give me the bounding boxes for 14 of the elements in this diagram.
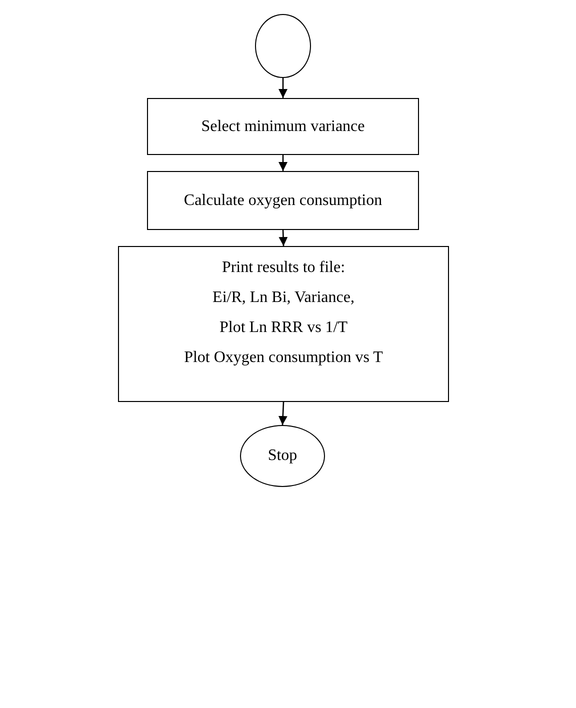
process-box: [147, 171, 419, 230]
node-text: Stop: [268, 447, 298, 465]
node-text: Select minimum variance: [201, 118, 365, 136]
arrow: [278, 78, 288, 98]
node-text: Calculate oxygen consumption: [184, 192, 382, 210]
process-box: [147, 98, 419, 155]
arrow: [278, 230, 288, 246]
arrow: [278, 402, 288, 426]
node-text: Ei/R, Ln Bi, Variance,: [212, 289, 354, 307]
process-box: [118, 246, 449, 402]
node-text: Plot Ln RRR vs 1/T: [219, 319, 348, 337]
node-text: Plot Oxygen consumption vs T: [184, 349, 383, 367]
arrow: [278, 155, 288, 171]
node-text: Print results to file:: [222, 259, 346, 277]
